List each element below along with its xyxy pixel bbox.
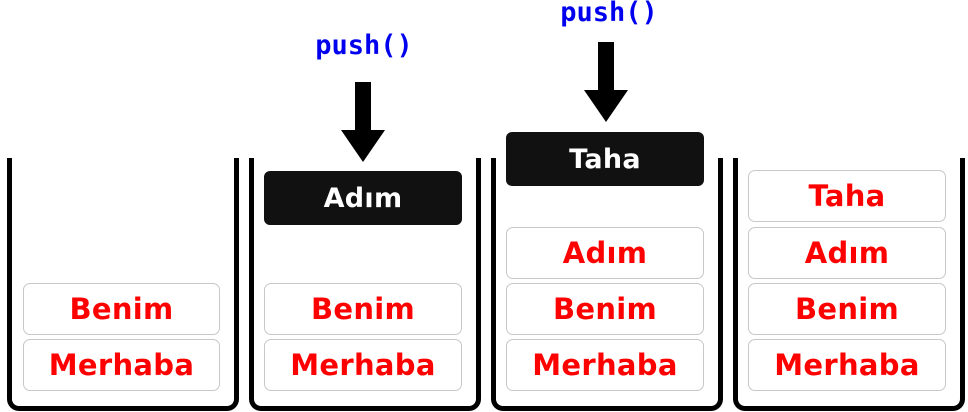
down-arrow-icon — [584, 42, 628, 122]
down-arrow-icon — [341, 82, 385, 162]
pushing-item: Adım — [264, 171, 462, 225]
stack-4 — [733, 158, 965, 411]
stack-item: Merhaba — [264, 339, 462, 391]
push-label: push() — [315, 30, 413, 61]
pushing-item: Taha — [506, 132, 704, 186]
stack-item: Merhaba — [23, 339, 220, 391]
stack-item: Adım — [506, 227, 704, 279]
stack-2 — [249, 158, 481, 411]
stack-3 — [491, 158, 723, 411]
stack-item: Benim — [264, 283, 462, 335]
stack-item: Adım — [748, 227, 946, 279]
push-label: push() — [560, 0, 658, 28]
stack-item: Benim — [748, 283, 946, 335]
stack-item: Merhaba — [506, 339, 704, 391]
stack-item: Merhaba — [748, 339, 946, 391]
stack-1 — [7, 158, 239, 411]
stack-item: Taha — [748, 170, 946, 222]
stack-item: Benim — [23, 283, 220, 335]
stack-item: Benim — [506, 283, 704, 335]
